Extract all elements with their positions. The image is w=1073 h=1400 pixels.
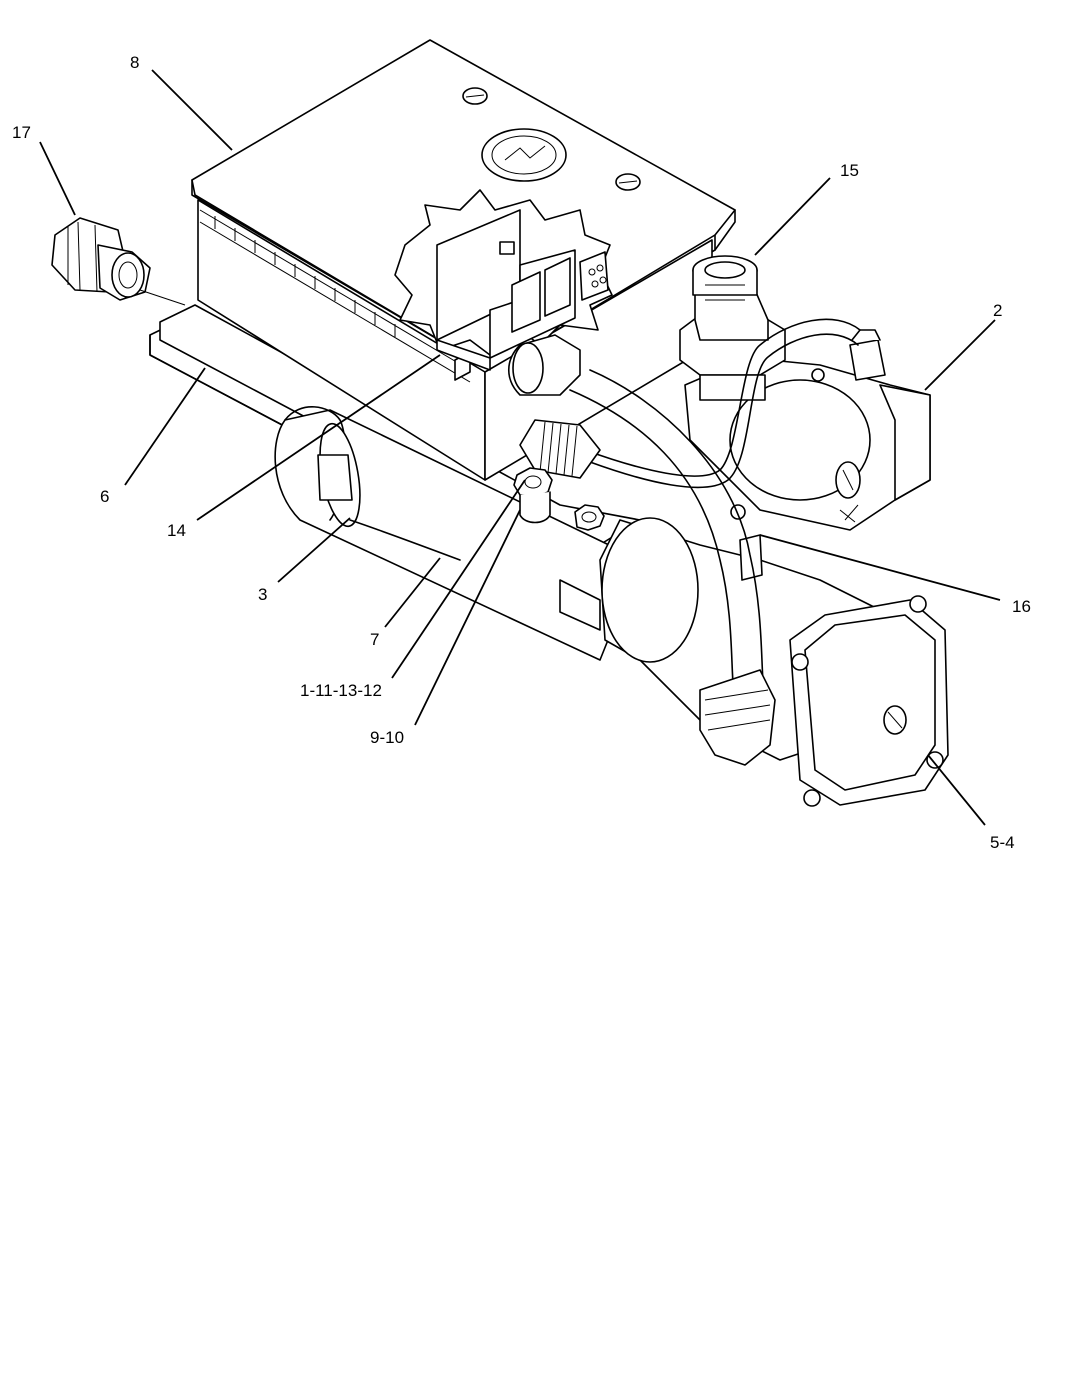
leader-lines [39, 69, 1001, 826]
flexible-conduit [507, 334, 776, 766]
loose-cable-gland [51, 217, 186, 306]
callout-labels: 8 17 15 2 6 14 3 16 7 1-11-13-12 9-10 5-… [12, 53, 1031, 852]
callout-15: 15 [840, 161, 859, 180]
callout-2: 2 [993, 301, 1002, 320]
callout-8: 8 [130, 53, 139, 72]
sensor-cable [519, 318, 861, 489]
pump-body [684, 329, 931, 531]
callout-3: 3 [258, 585, 267, 604]
heater-tank [274, 406, 641, 661]
callout-16: 16 [1012, 597, 1031, 616]
pipe-fitting [679, 255, 786, 401]
contactor-detail [394, 189, 613, 371]
callout-7: 7 [370, 630, 379, 649]
callout-1-11-13-12: 1-11-13-12 [300, 681, 382, 700]
callout-6: 6 [100, 487, 109, 506]
callout-14: 14 [167, 521, 186, 540]
element-housing [599, 517, 949, 807]
callout-17: 17 [12, 123, 31, 142]
callout-5-4: 5-4 [990, 833, 1015, 852]
fasteners [513, 467, 605, 531]
callout-9-10: 9-10 [370, 728, 404, 747]
